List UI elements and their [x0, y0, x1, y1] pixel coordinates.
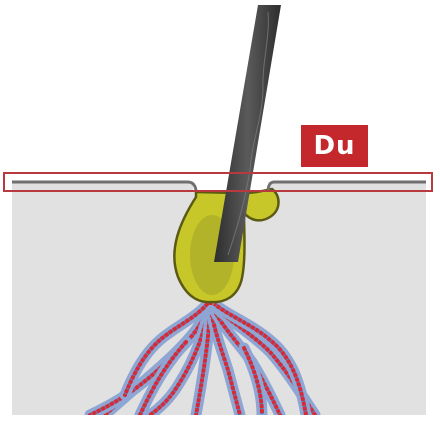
du-badge: Du: [301, 125, 368, 167]
vessel-blood-cells: [123, 299, 212, 396]
hair-shaft-icon: [214, 5, 281, 262]
vessel-blood-cells: [242, 346, 264, 415]
surface-highlight-box: [3, 172, 433, 192]
vessel-blood-cells: [138, 340, 188, 415]
blood-vessel-network-icon: [84, 254, 321, 415]
hair-shaft-texture: [227, 11, 269, 256]
vessel-blood-cells: [208, 298, 242, 415]
vessel-blood-cells: [208, 298, 308, 415]
